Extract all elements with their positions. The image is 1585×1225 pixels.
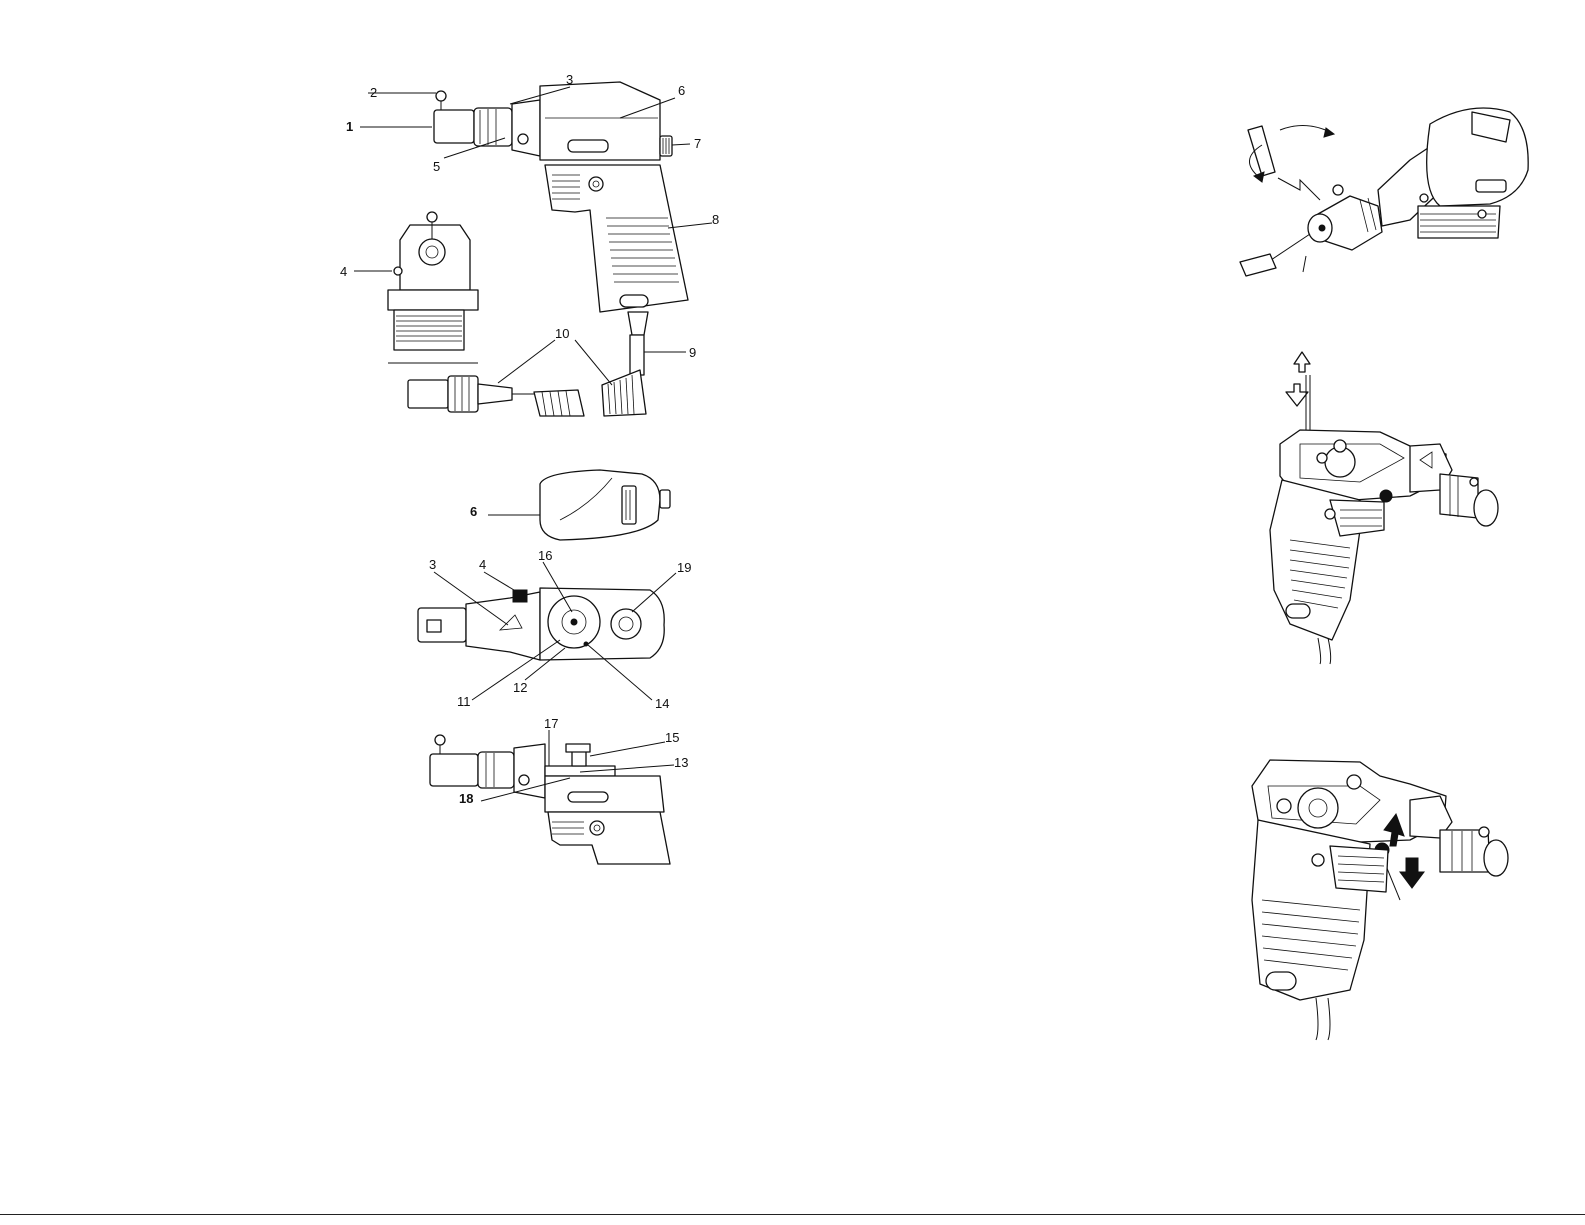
callout-2: 2	[370, 85, 377, 100]
callout-7: 7	[694, 136, 701, 151]
callout-19: 19	[677, 560, 691, 575]
callout-10: 10	[555, 326, 569, 341]
figure-knob-adjust	[1252, 760, 1508, 1040]
rotation-arrow-icon	[1280, 125, 1330, 132]
callout-18: 18	[459, 791, 473, 806]
bottom-rule	[0, 1214, 1585, 1215]
callout-4b: 4	[479, 557, 486, 572]
callout-9: 9	[689, 345, 696, 360]
callout-1: 1	[346, 119, 353, 134]
callout-6b: 6	[470, 504, 477, 519]
callout-3: 3	[566, 72, 573, 87]
callout-12: 12	[513, 680, 527, 695]
figure-side-open: 17 15 13 18	[430, 716, 688, 864]
callout-6: 6	[678, 83, 685, 98]
callout-17: 17	[544, 716, 558, 731]
arrow-down-icon	[1286, 384, 1308, 406]
callout-15: 15	[665, 730, 679, 745]
callout-14: 14	[655, 696, 669, 711]
callout-13: 13	[674, 755, 688, 770]
callout-8: 8	[712, 212, 719, 227]
figure-top-view: 3 4 16 19 11 12 14	[418, 548, 691, 711]
figure-pin-adjust	[1270, 352, 1498, 664]
callout-5: 5	[433, 159, 440, 174]
callout-4: 4	[340, 264, 347, 279]
arrow-up-icon	[1294, 352, 1310, 372]
figure-cover: 6	[470, 470, 670, 540]
figure-tool-insertion	[1240, 108, 1528, 276]
callout-16: 16	[538, 548, 552, 563]
callout-3b: 3	[429, 557, 436, 572]
figure-front-view: 4	[340, 212, 478, 363]
callout-11: 11	[457, 694, 471, 709]
